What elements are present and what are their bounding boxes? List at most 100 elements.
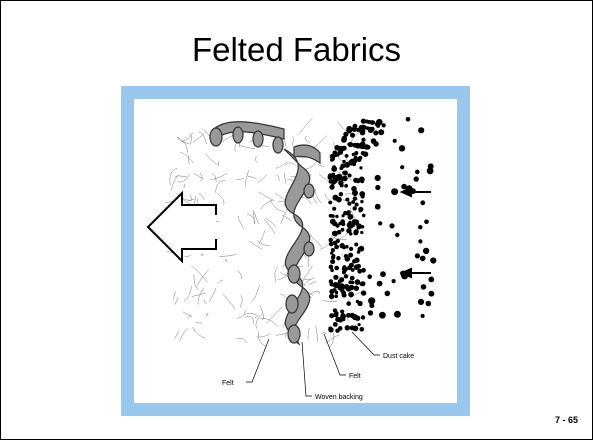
dust-particle [367, 274, 372, 279]
felt-fiber [194, 173, 203, 179]
dust-particle [351, 186, 357, 192]
dust-particle [375, 175, 381, 181]
felt-fiber [200, 254, 203, 256]
dust-particle [360, 327, 365, 332]
felt-fiber [245, 317, 253, 324]
dust-particle [358, 246, 364, 252]
felt-fiber [276, 161, 288, 168]
dust-particle [336, 239, 340, 243]
dust-particle [336, 174, 342, 180]
dust-particle [354, 229, 359, 234]
felt-fiber [249, 241, 262, 250]
dust-particle [382, 123, 386, 127]
felt-fiber [275, 193, 286, 202]
dust-particle [345, 154, 349, 158]
dust-particle [329, 313, 334, 318]
felt-fiber [223, 294, 235, 310]
felt-fiber [199, 193, 204, 200]
dust-particle [373, 141, 379, 147]
felt-fiber [259, 192, 274, 201]
dust-particle [354, 155, 358, 159]
dust-particle [363, 151, 369, 157]
felt-fiber [309, 281, 317, 284]
felt-fiber [238, 216, 243, 229]
dust-particle [361, 315, 365, 319]
dust-particle [429, 291, 435, 297]
dust-particle [341, 137, 347, 143]
dust-particle [338, 326, 343, 331]
dust-particle [370, 127, 374, 131]
dust-particle [339, 192, 343, 196]
dust-particle [334, 266, 339, 271]
dust-particle [357, 269, 362, 274]
felt-fiber [191, 266, 207, 282]
dust-particle [348, 174, 352, 178]
dust-particle [342, 246, 345, 249]
dust-particle [336, 197, 342, 203]
dust-particle [342, 318, 346, 322]
dust-particle [340, 164, 345, 169]
felt-fiber [188, 195, 192, 201]
dust-particle [361, 282, 365, 286]
dust-particle [345, 325, 350, 330]
dust-particle [354, 258, 359, 263]
dust-particle [430, 257, 436, 263]
felt-fiber [322, 332, 325, 334]
felt-fiber [175, 331, 179, 340]
felt-fiber [247, 176, 256, 179]
dust-particle [355, 203, 359, 207]
dust-particle [336, 256, 340, 260]
felt-fiber [286, 163, 296, 166]
dust-particle [350, 276, 355, 281]
felt-fiber [240, 295, 242, 308]
dust-particle [341, 146, 345, 150]
dust-particle [348, 229, 352, 233]
dust-particle [330, 252, 333, 255]
felt-fiber [184, 286, 192, 301]
woven-backing-rods [210, 122, 320, 344]
felt-fiber [305, 136, 310, 143]
dust-particle [335, 215, 338, 218]
dust-particle [424, 220, 429, 225]
felt-fiber [260, 305, 264, 320]
dust-particle [361, 119, 366, 124]
dust-particle [330, 269, 334, 273]
dust-particle [344, 284, 350, 290]
felt-fiber [171, 175, 179, 191]
dust-particle [362, 214, 366, 218]
felt-fiber [277, 175, 280, 181]
airflow-in-arrows [402, 188, 431, 277]
felt-fiber [218, 161, 219, 166]
dust-particle [355, 316, 360, 321]
dust-particle [330, 259, 335, 264]
dust-particle [428, 277, 434, 283]
dust-particle [385, 291, 391, 297]
dust-particle [414, 176, 419, 181]
diagram-frame: Felt Woven backing Felt Dust cake [121, 86, 470, 416]
dust-particle [334, 245, 339, 250]
dust-particle [361, 290, 366, 295]
dust-particle [418, 239, 422, 243]
dust-particle [329, 180, 333, 184]
felt-fiber [316, 326, 318, 343]
dust-particle [329, 289, 334, 294]
felt-fiber [330, 333, 334, 348]
felt-fiber [194, 274, 199, 290]
felt-fiber [244, 313, 257, 315]
dust-particle [392, 279, 396, 283]
dust-particle [344, 274, 348, 278]
felt-fiber [322, 300, 337, 301]
dust-particle [341, 222, 345, 226]
slide-title: Felted Fabrics [1, 31, 592, 69]
felt-fiber [193, 134, 204, 143]
felted-fabric-diagram: Felt Woven backing Felt Dust cake [134, 99, 457, 403]
felt-fiber [252, 285, 260, 302]
felt-fiber [188, 156, 189, 165]
dust-particle [375, 185, 380, 190]
dust-particle [378, 221, 382, 225]
dust-particle [334, 312, 339, 317]
felt-fiber [179, 328, 188, 341]
felt-fiber [226, 259, 228, 262]
dust-particle [415, 170, 420, 175]
